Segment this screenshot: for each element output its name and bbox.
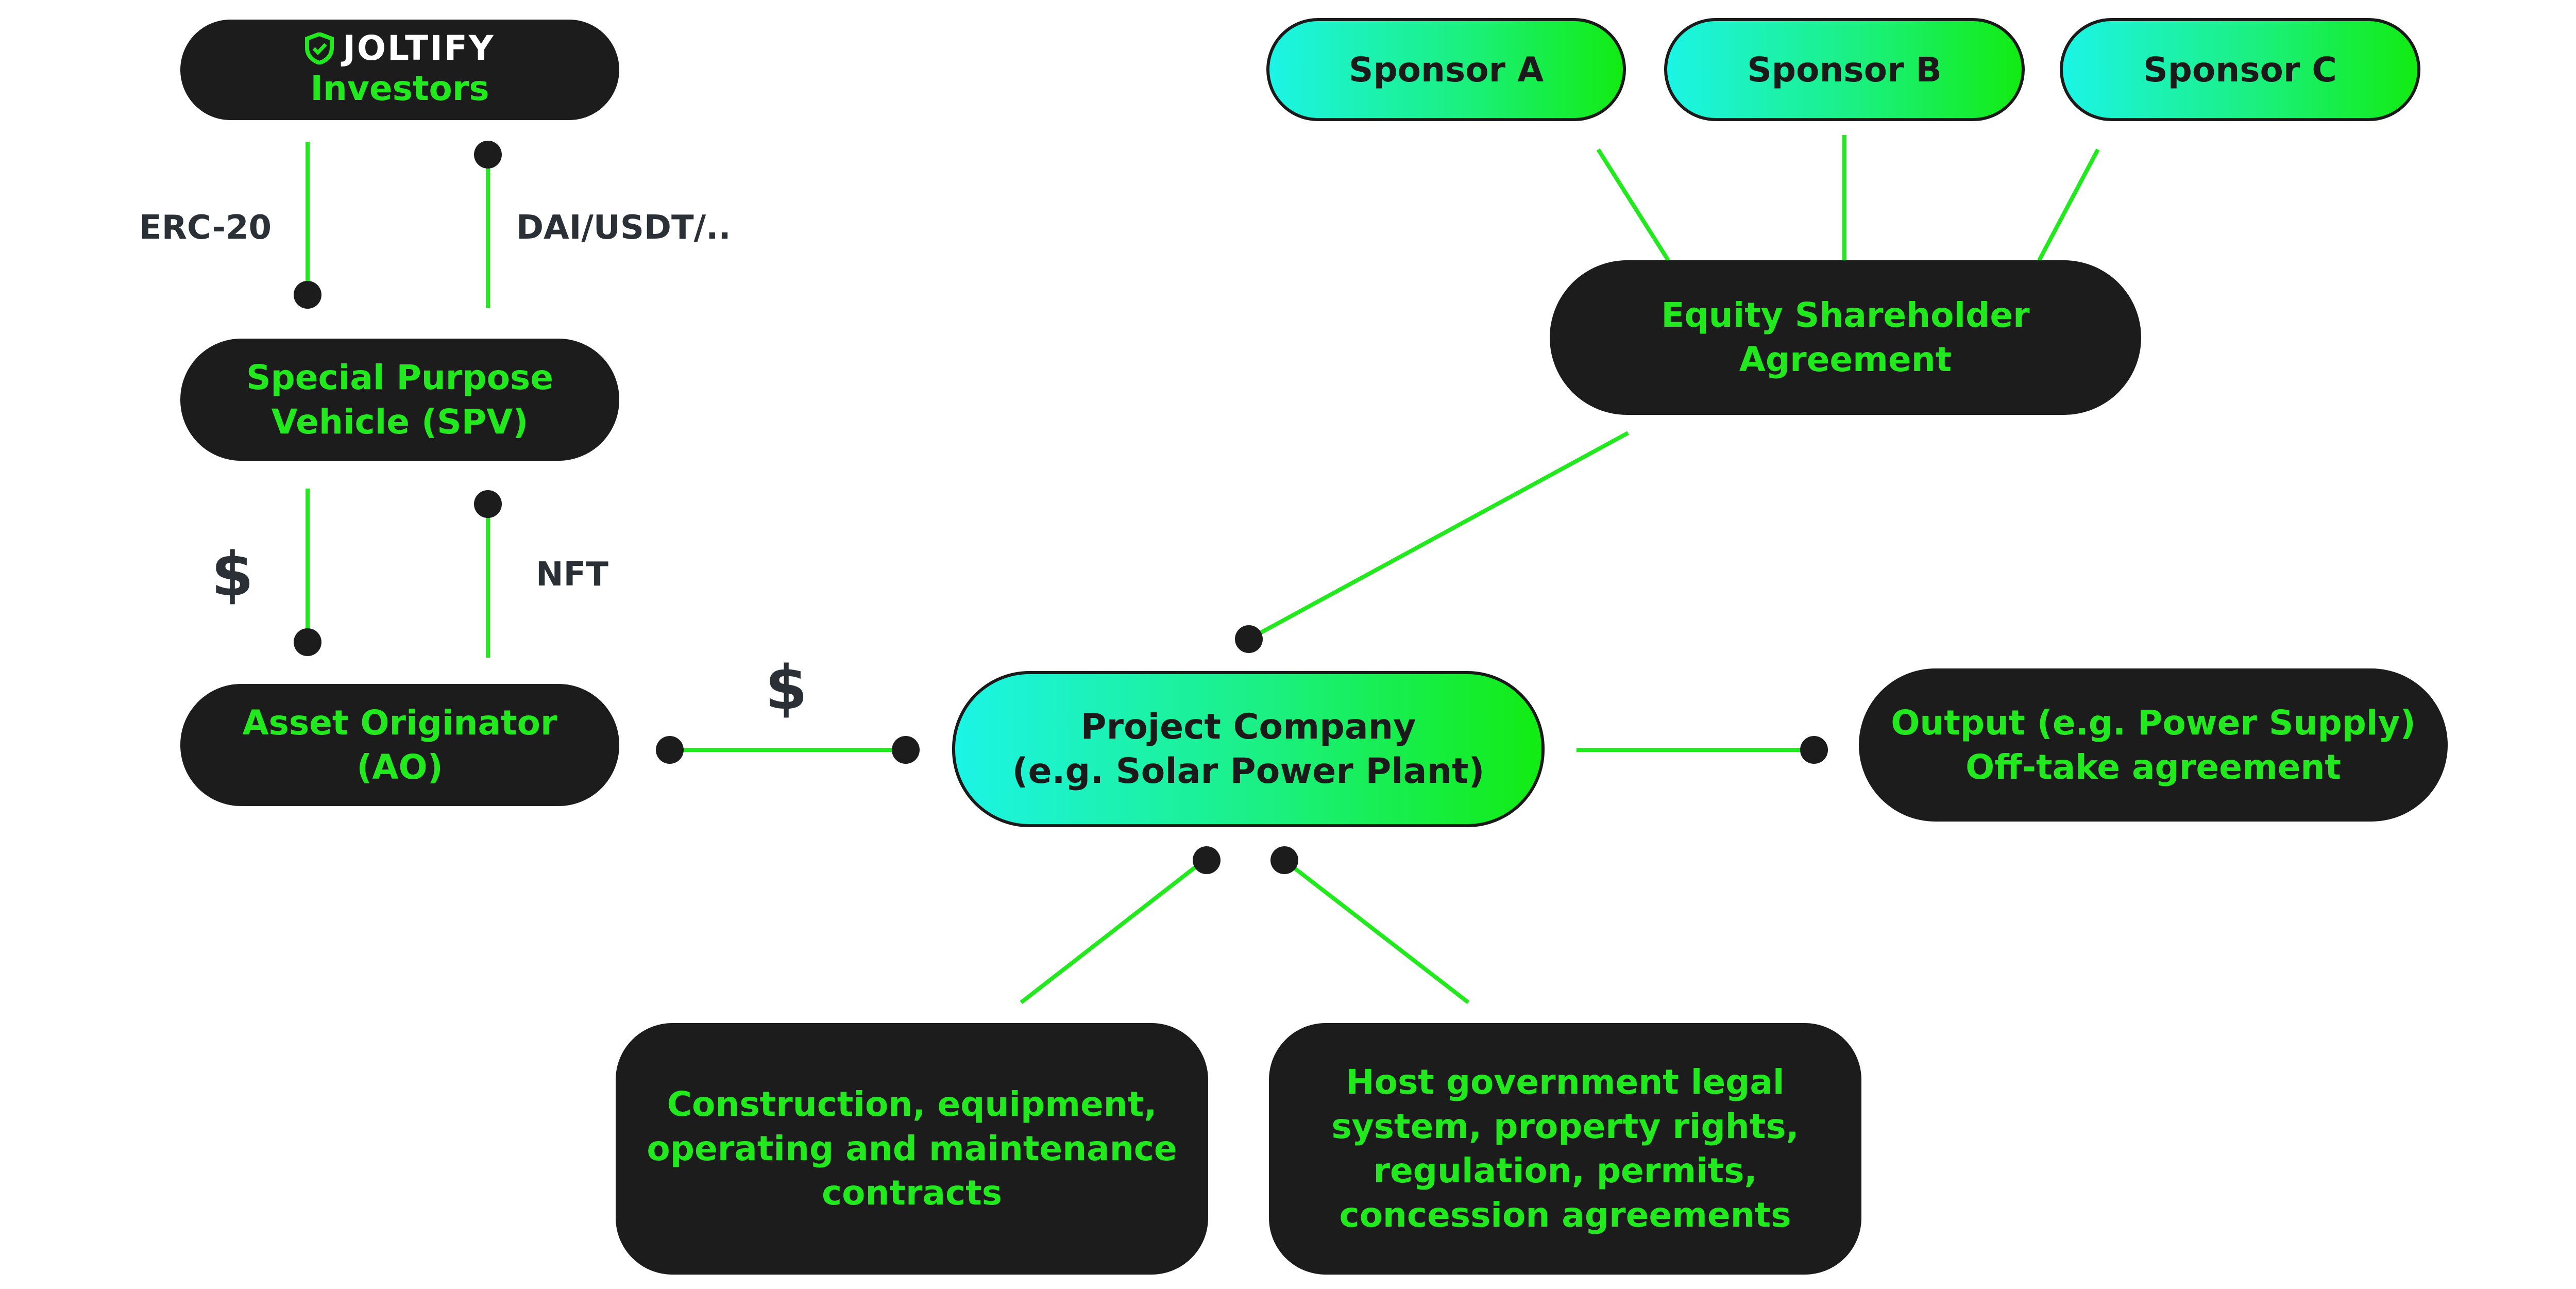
investors-title: Investors	[310, 69, 489, 108]
output-line2: Off-take agreement	[1965, 747, 2341, 787]
government-line3: regulation, permits,	[1373, 1151, 1757, 1191]
construction-line2: operating and maintenance	[647, 1129, 1177, 1168]
sponsor-c-label: Sponsor C	[2143, 49, 2337, 90]
output-line1: Output (e.g. Power Supply)	[1891, 702, 2416, 743]
equity-agreement-node: Equity Shareholder Agreement	[1550, 260, 2141, 415]
sponsor-b-label: Sponsor B	[1747, 49, 1942, 90]
sponsor-a-line	[1596, 148, 1670, 262]
connector-dot	[1800, 736, 1828, 764]
project-line1: Project Company	[1080, 706, 1416, 747]
construction-line	[1020, 857, 1207, 1005]
equity-project-line	[1248, 431, 1629, 641]
government-line1: Host government legal	[1346, 1062, 1785, 1102]
government-line4: concession agreements	[1339, 1195, 1791, 1235]
dollar-label-ao: $	[211, 539, 254, 610]
spv-line1: Special Purpose	[246, 357, 553, 397]
project-line2: (e.g. Solar Power Plant)	[1012, 750, 1485, 792]
asset-originator-node: Asset Originator (AO)	[180, 684, 619, 806]
sponsor-a-node: Sponsor A	[1266, 18, 1626, 121]
connector-dot	[474, 490, 502, 518]
investors-node: JOLTIFY Investors	[180, 20, 619, 120]
connector-dot	[892, 736, 920, 764]
spv-node: Special Purpose Vehicle (SPV)	[180, 339, 619, 461]
construction-line1: Construction, equipment,	[667, 1084, 1157, 1124]
output-node: Output (e.g. Power Supply) Off-take agre…	[1859, 668, 2448, 822]
sponsor-a-label: Sponsor A	[1348, 49, 1544, 90]
joltify-logo: JOLTIFY	[304, 31, 495, 65]
construction-line3: contracts	[821, 1173, 1003, 1213]
government-legal-node: Host government legal system, property r…	[1269, 1023, 1861, 1275]
ao-line2: (AO)	[357, 747, 443, 787]
connector-dot	[294, 628, 321, 656]
government-line	[1281, 857, 1470, 1005]
connector-dot	[474, 141, 502, 169]
project-company-node: Project Company (e.g. Solar Power Plant)	[952, 671, 1545, 827]
nft-label: NFT	[536, 556, 608, 594]
connector-dot	[1193, 846, 1221, 874]
dollar-label-project: $	[765, 652, 808, 723]
sponsor-b-node: Sponsor B	[1664, 18, 2025, 121]
equity-line2: Agreement	[1739, 340, 1952, 379]
sponsor-c-line	[2037, 148, 2100, 261]
spv-line2: Vehicle (SPV)	[271, 401, 529, 442]
sponsor-c-node: Sponsor C	[2060, 18, 2420, 121]
connector-dot	[1235, 625, 1263, 653]
government-line2: system, property rights,	[1331, 1107, 1799, 1146]
shield-check-icon	[304, 32, 334, 64]
equity-line1: Equity Shareholder	[1661, 295, 2030, 335]
connector-dot	[294, 281, 321, 309]
connector-dot	[656, 736, 684, 764]
construction-contracts-node: Construction, equipment, operating and m…	[616, 1023, 1208, 1275]
connector-dot	[1270, 846, 1298, 874]
ao-line1: Asset Originator	[242, 702, 557, 743]
brand-name: JOLTIFY	[343, 28, 495, 68]
dai-usdt-label: DAI/USDT/..	[516, 209, 731, 247]
erc20-label: ERC-20	[139, 209, 272, 247]
